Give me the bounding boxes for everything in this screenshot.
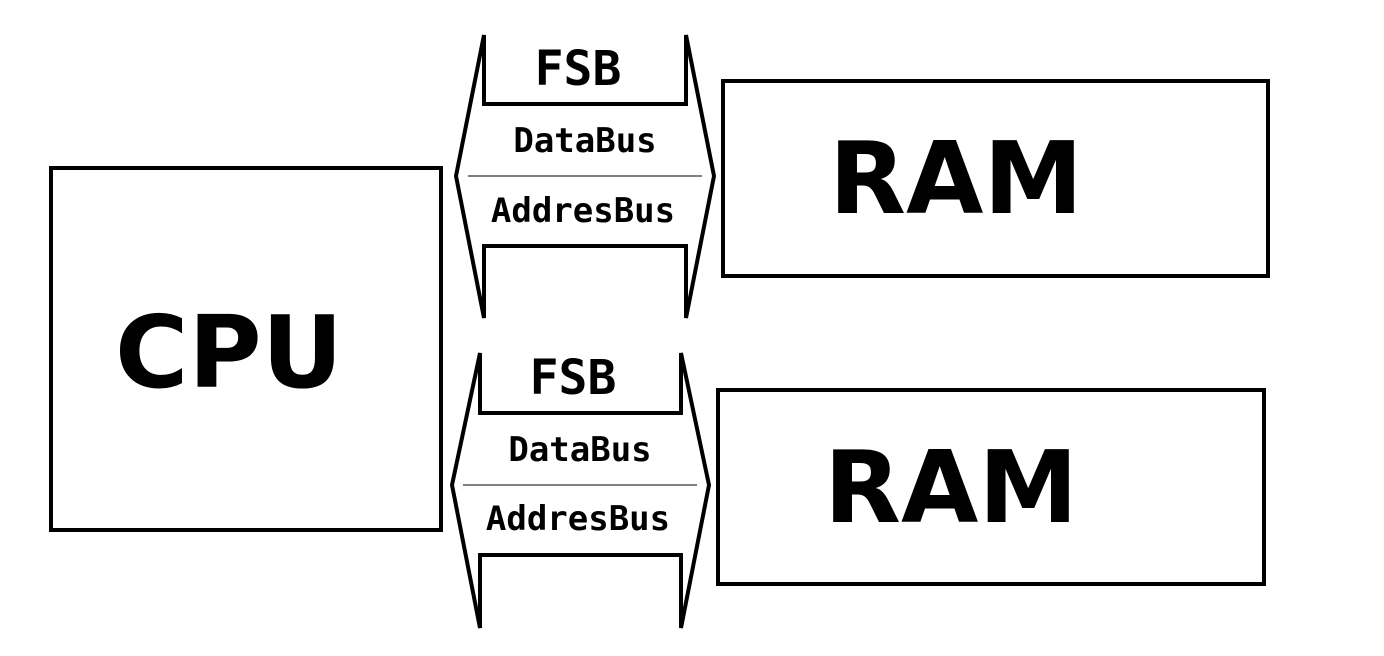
bus-bottom-databus-label: DataBus bbox=[508, 430, 651, 470]
bus-bottom: FSB DataBus AddresBus bbox=[449, 350, 712, 629]
ram-label-top: RAM bbox=[829, 120, 1083, 237]
bus-top: FSB DataBus AddresBus bbox=[453, 34, 717, 319]
cpu-block: CPU bbox=[49, 166, 443, 532]
cpu-box bbox=[49, 166, 443, 532]
bus-bottom-addresbus-label: AddresBus bbox=[486, 499, 670, 539]
ram-block-bottom: RAM bbox=[716, 388, 1266, 586]
bus-top-title: FSB bbox=[535, 41, 622, 97]
bus-top-double-arrow bbox=[453, 34, 717, 319]
bus-bottom-double-arrow bbox=[449, 352, 712, 629]
ram-block-top: RAM bbox=[721, 79, 1270, 278]
bus-top-databus-label: DataBus bbox=[513, 121, 656, 161]
ram-label-bottom: RAM bbox=[824, 429, 1078, 546]
ram-box-top bbox=[721, 79, 1270, 278]
ram-box-bottom bbox=[716, 388, 1266, 586]
bus-top-addresbus-label: AddresBus bbox=[491, 191, 675, 231]
cpu-label: CPU bbox=[115, 294, 343, 411]
bus-bottom-title: FSB bbox=[530, 350, 617, 406]
